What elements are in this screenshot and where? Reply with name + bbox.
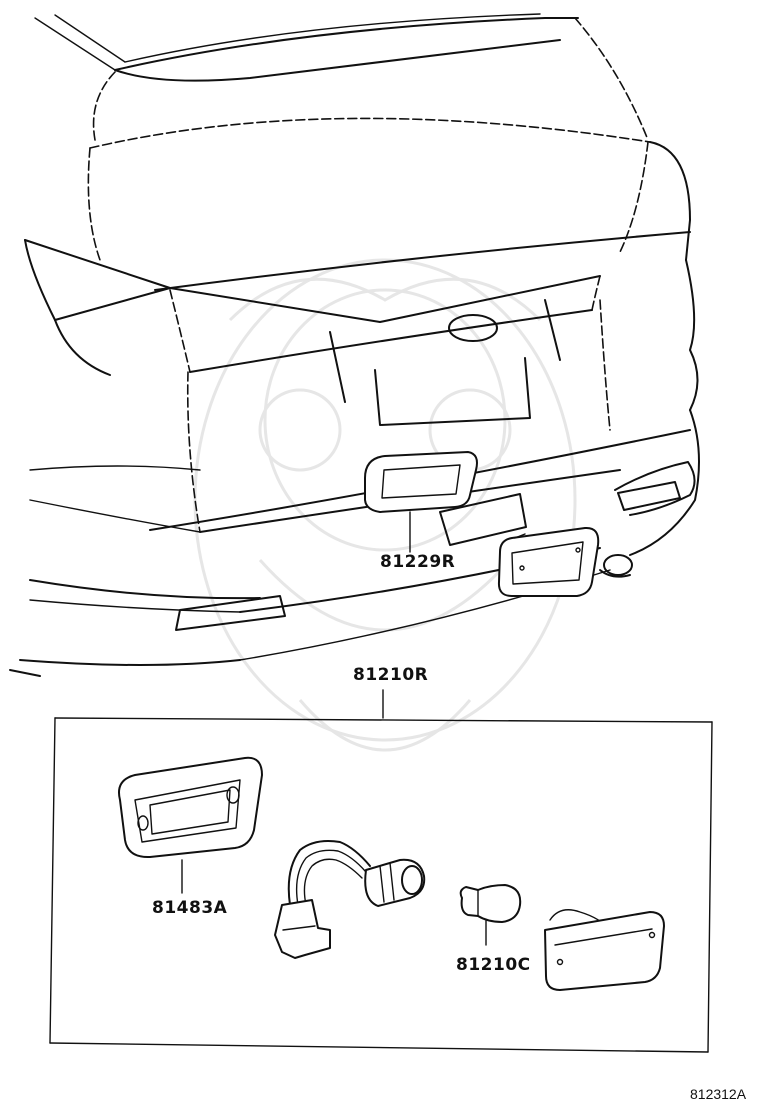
- marker-lens-part: [544, 909, 665, 991]
- callout-81210c: 81210C: [456, 955, 531, 975]
- callout-81229r: 81229R: [380, 552, 456, 572]
- vehicle-rear-outline: [9, 13, 700, 677]
- callout-81210r: 81210R: [353, 665, 429, 685]
- bulb-part: [459, 884, 522, 946]
- lamp-gasket-part: [118, 756, 263, 894]
- side-marker-installed: [497, 526, 600, 597]
- license-lamp-installed: [364, 451, 478, 513]
- assembly-bracket-box: [49, 689, 713, 1053]
- diagram-reference-code: 812312A: [690, 1086, 747, 1102]
- watermark-emblem: [193, 258, 577, 752]
- socket-wire-harness-part: [274, 840, 426, 959]
- callout-81483a: 81483A: [152, 898, 228, 918]
